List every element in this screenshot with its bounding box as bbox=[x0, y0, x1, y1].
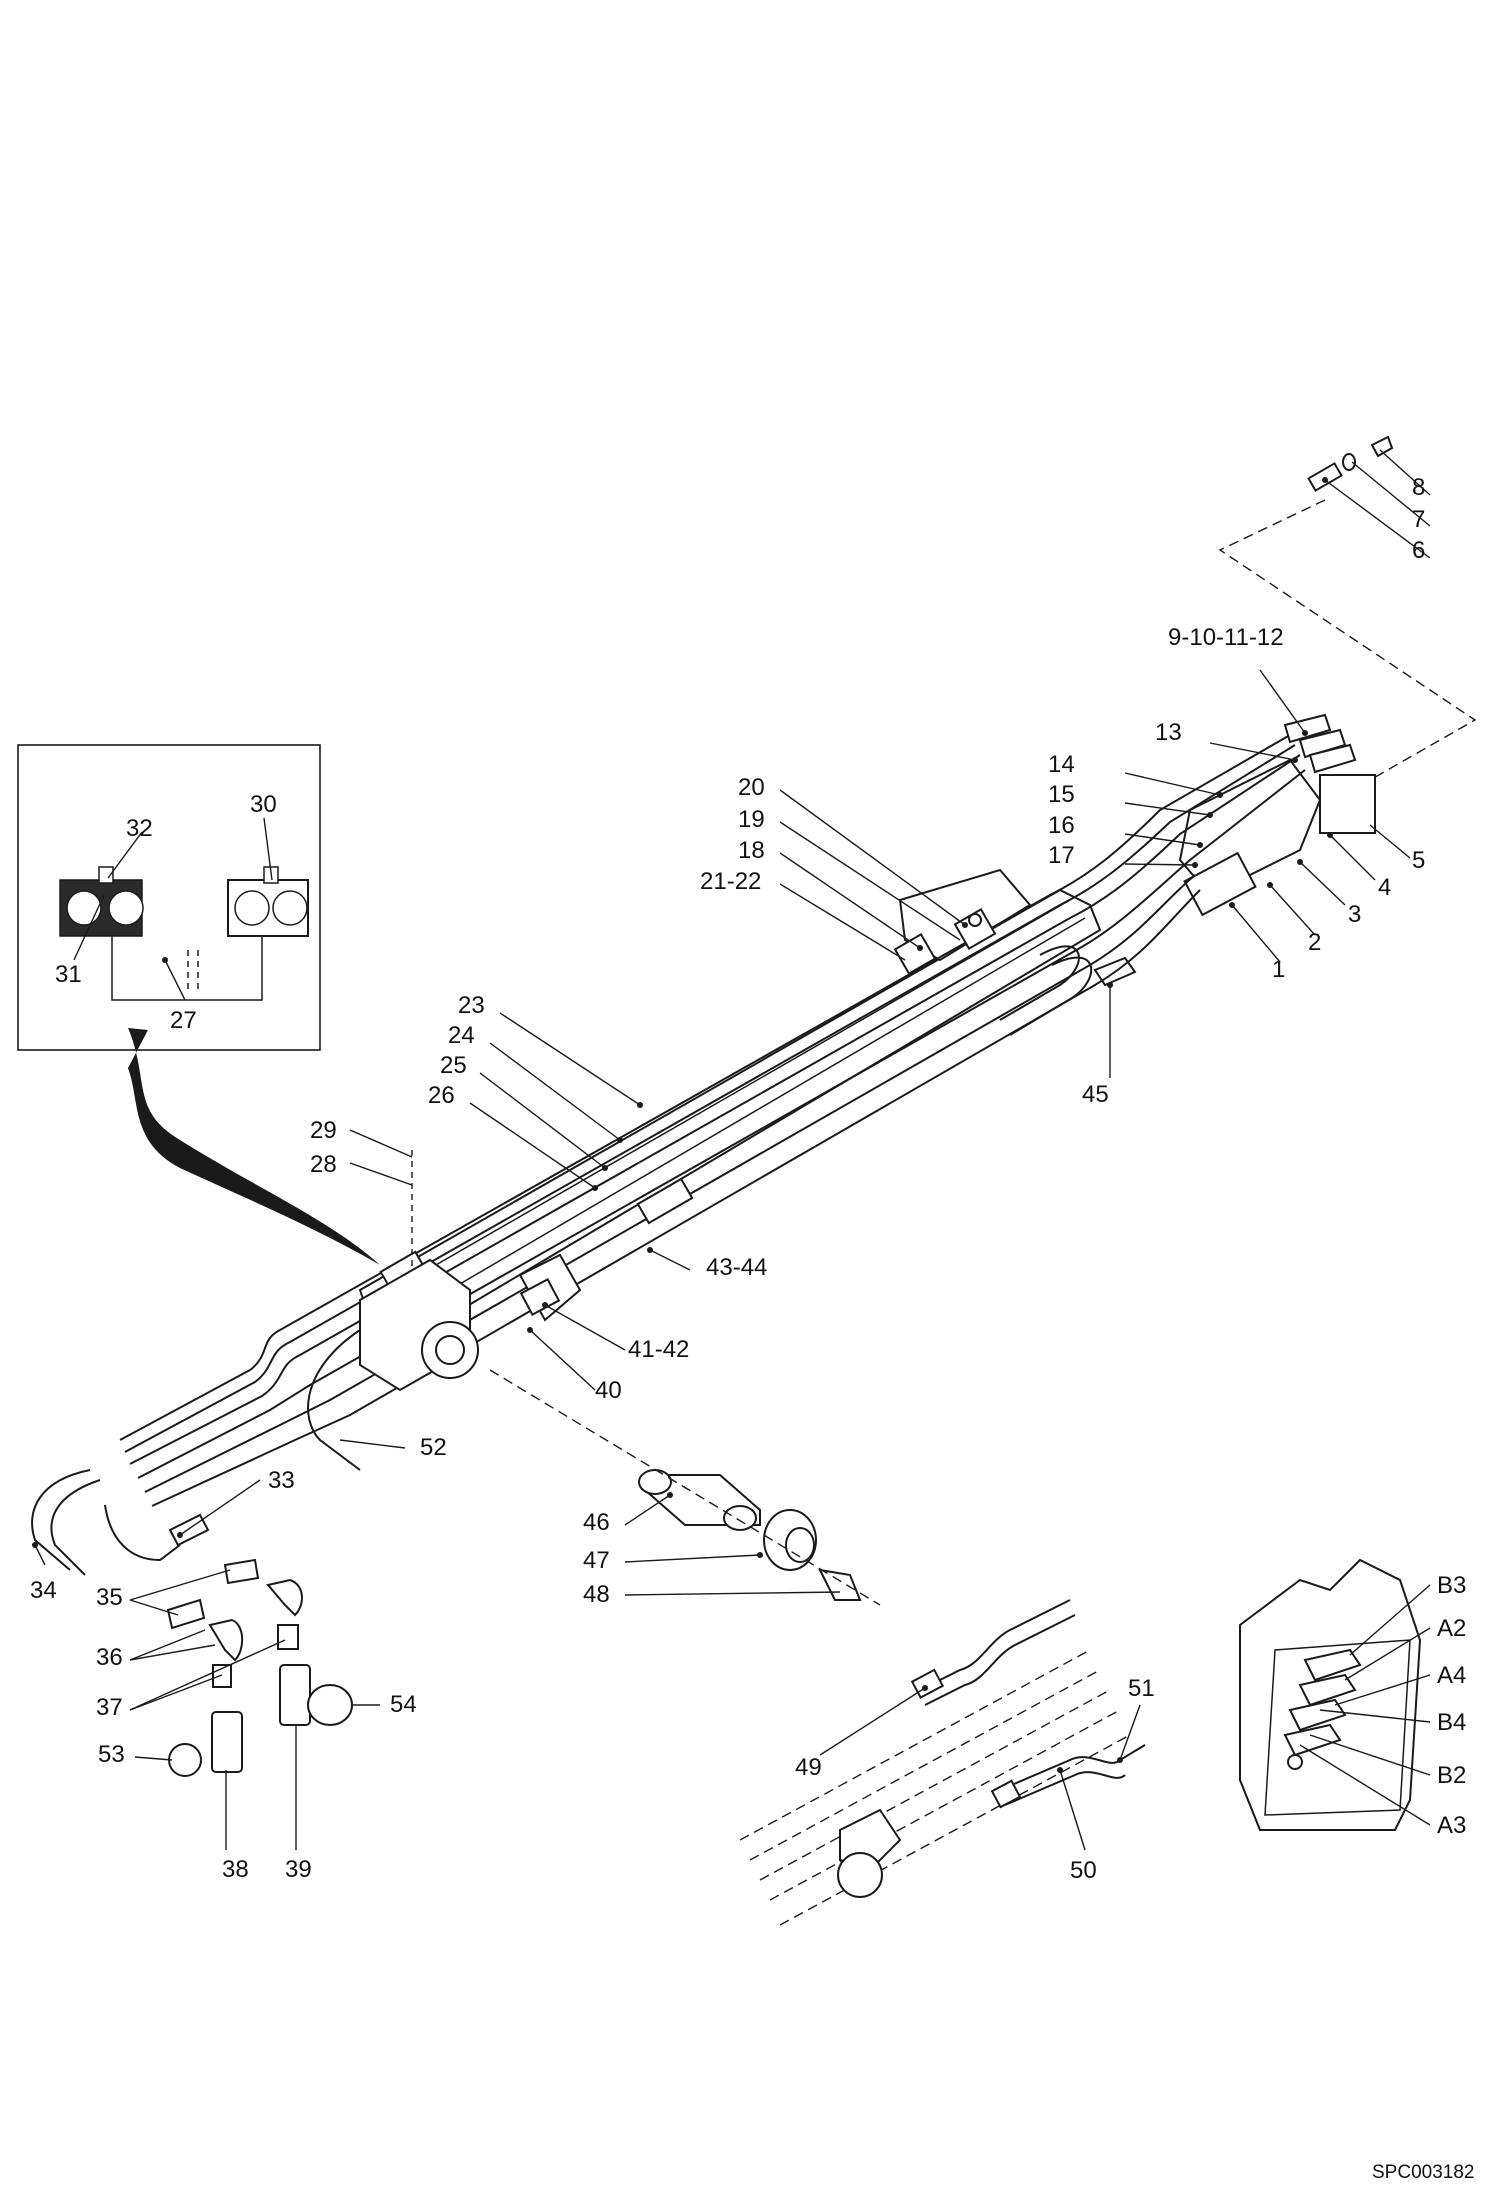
port-label-a3: A3 bbox=[1437, 1812, 1466, 1839]
port-label-a4: A4 bbox=[1437, 1662, 1466, 1689]
callout-21-22: 21-22 bbox=[700, 868, 761, 895]
callout-53: 53 bbox=[98, 1741, 125, 1768]
callout-23: 23 bbox=[458, 992, 485, 1019]
callout-47: 47 bbox=[583, 1547, 610, 1574]
leader-lines bbox=[34, 449, 1431, 1851]
callout-19: 19 bbox=[738, 806, 765, 833]
control-valve-port-plate bbox=[1239, 1558, 1422, 1831]
callout-7: 7 bbox=[1412, 506, 1425, 533]
port-label-b4: B4 bbox=[1437, 1709, 1466, 1736]
leader-dots bbox=[32, 477, 1333, 1773]
callout-13: 13 bbox=[1155, 719, 1182, 746]
callout-4: 4 bbox=[1378, 874, 1391, 901]
callout-49: 49 bbox=[795, 1754, 822, 1781]
callout-6: 6 bbox=[1412, 537, 1425, 564]
callout-16: 16 bbox=[1048, 812, 1075, 839]
callout-17: 17 bbox=[1048, 842, 1075, 869]
callout-35: 35 bbox=[96, 1584, 123, 1611]
callout-31: 31 bbox=[55, 961, 82, 988]
lower-detail-arm-end bbox=[739, 1599, 1146, 1926]
callout-9-12: 9-10-11-12 bbox=[1168, 624, 1284, 651]
pin-bushing-assembly bbox=[638, 1469, 862, 1601]
callout-8: 8 bbox=[1412, 474, 1425, 501]
fittings-group bbox=[31, 1469, 353, 1777]
callout-41-42: 41-42 bbox=[628, 1336, 689, 1363]
callout-52: 52 bbox=[420, 1434, 447, 1461]
callout-14: 14 bbox=[1048, 751, 1075, 778]
callout-48: 48 bbox=[583, 1581, 610, 1608]
callout-labels: 8 7 6 9-10-11-12 13 14 15 16 17 5 4 3 2 … bbox=[30, 474, 1474, 2183]
callout-3: 3 bbox=[1348, 901, 1361, 928]
port-label-b3: B3 bbox=[1437, 1572, 1466, 1599]
callout-54: 54 bbox=[390, 1691, 417, 1718]
callout-36: 36 bbox=[96, 1644, 123, 1671]
hydraulic-pipe-bundle bbox=[119, 713, 1357, 1507]
arm-boom-body bbox=[358, 758, 1376, 1342]
callout-2: 2 bbox=[1308, 929, 1321, 956]
install-path-top bbox=[1218, 499, 1477, 781]
drain-hose bbox=[307, 1329, 361, 1471]
callout-51: 51 bbox=[1128, 1675, 1155, 1702]
callout-38: 38 bbox=[222, 1856, 249, 1883]
drawing-reference: SPC003182 bbox=[1372, 2162, 1474, 2183]
callout-46: 46 bbox=[583, 1509, 610, 1536]
callout-1: 1 bbox=[1272, 956, 1285, 983]
callout-24: 24 bbox=[448, 1022, 475, 1049]
callout-39: 39 bbox=[285, 1856, 312, 1883]
callout-50: 50 bbox=[1070, 1857, 1097, 1884]
callout-30: 30 bbox=[250, 791, 277, 818]
callout-32: 32 bbox=[126, 815, 153, 842]
callout-20: 20 bbox=[738, 774, 765, 801]
callout-45: 45 bbox=[1082, 1081, 1109, 1108]
callout-37: 37 bbox=[96, 1694, 123, 1721]
port-label-a2: A2 bbox=[1437, 1615, 1466, 1642]
callout-26: 26 bbox=[428, 1082, 455, 1109]
callout-5: 5 bbox=[1412, 847, 1425, 874]
detail-inset-box bbox=[17, 744, 321, 1051]
callout-43-44: 43-44 bbox=[706, 1254, 767, 1281]
arm-foot-pivot bbox=[359, 1253, 582, 1392]
callout-15: 15 bbox=[1048, 781, 1075, 808]
callout-25: 25 bbox=[440, 1052, 467, 1079]
port-label-b2: B2 bbox=[1437, 1762, 1466, 1789]
callout-33: 33 bbox=[268, 1467, 295, 1494]
bolt-washer-pin-set bbox=[1307, 435, 1394, 492]
callout-27: 27 bbox=[170, 1007, 197, 1034]
callout-29: 29 bbox=[310, 1117, 337, 1144]
callout-18: 18 bbox=[738, 837, 765, 864]
callout-40: 40 bbox=[595, 1377, 622, 1404]
callout-34: 34 bbox=[30, 1577, 57, 1604]
pin-axis bbox=[489, 1369, 881, 1606]
callout-28: 28 bbox=[310, 1151, 337, 1178]
detail-arrow bbox=[128, 1028, 380, 1265]
